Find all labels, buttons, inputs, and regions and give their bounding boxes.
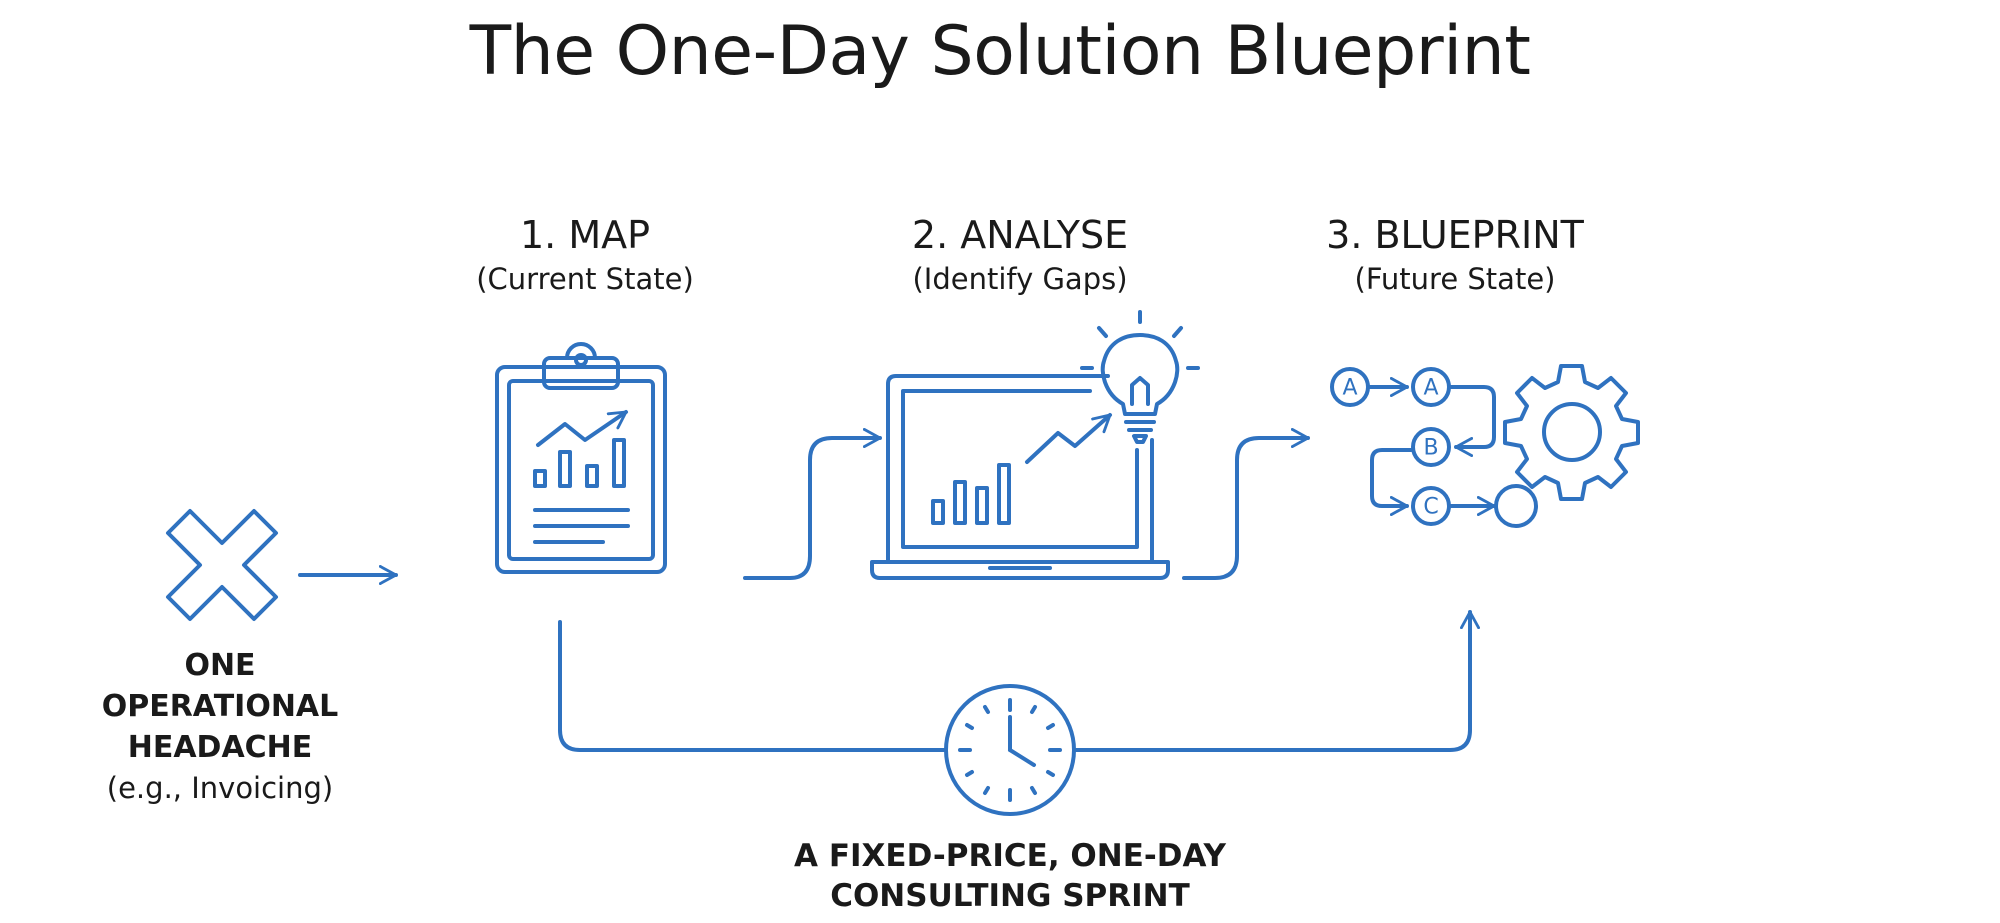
step-analyse-number: 2. ANALYSE bbox=[911, 213, 1129, 257]
start-label: ONE OPERATIONAL HEADACHE (e.g., Invoicin… bbox=[60, 645, 380, 808]
gear-icon bbox=[1503, 364, 1640, 501]
process-flow-gear-icon: A A B C bbox=[1330, 364, 1640, 528]
step-blueprint-number: 3. BLUEPRINT bbox=[1326, 213, 1584, 257]
step-map-subtitle: (Current State) bbox=[476, 262, 694, 296]
x-mark-icon bbox=[166, 509, 278, 621]
clipboard-chart-icon bbox=[495, 342, 667, 574]
page-title: The One-Day Solution Blueprint bbox=[469, 12, 1531, 91]
sprint-label-line-1: A FIXED-PRICE, ONE-DAY bbox=[794, 838, 1226, 874]
step-map-heading: 1. MAP (Current State) bbox=[375, 212, 795, 298]
step-blueprint-heading: 3. BLUEPRINT (Future State) bbox=[1245, 212, 1665, 298]
flow-node-a-label: A bbox=[1423, 376, 1438, 401]
flow-node-b-label: B bbox=[1423, 436, 1438, 461]
step-blueprint-subtitle: (Future State) bbox=[1354, 262, 1556, 296]
clock-icon bbox=[944, 684, 1076, 816]
step-map-number: 1. MAP bbox=[519, 213, 651, 257]
step-analyse-heading: 2. ANALYSE (Identify Gaps) bbox=[810, 212, 1230, 298]
flow-node-c-label: C bbox=[1423, 495, 1438, 520]
flow-node-end bbox=[1494, 484, 1538, 528]
arrow-to-analyse bbox=[743, 428, 882, 580]
start-label-example: (e.g., Invoicing) bbox=[106, 771, 334, 805]
start-label-line-1: ONE bbox=[184, 648, 256, 683]
arrow-to-blueprint bbox=[1182, 428, 1310, 580]
start-label-line-2: OPERATIONAL bbox=[101, 689, 339, 724]
sprint-label-line-2: CONSULTING SPRINT bbox=[830, 878, 1190, 914]
sprint-label: A FIXED-PRICE, ONE-DAY CONSULTING SPRINT bbox=[690, 836, 1330, 916]
flow-node-b bbox=[1411, 427, 1451, 467]
start-label-line-3: HEADACHE bbox=[127, 730, 313, 765]
laptop-chart-lightbulb-icon bbox=[870, 310, 1200, 580]
step-analyse-subtitle: (Identify Gaps) bbox=[912, 262, 1128, 296]
flow-node-a-start-label: A bbox=[1342, 376, 1357, 401]
sprint-arrow-to-blueprint bbox=[1073, 610, 1480, 752]
sprint-timeline bbox=[558, 620, 947, 752]
